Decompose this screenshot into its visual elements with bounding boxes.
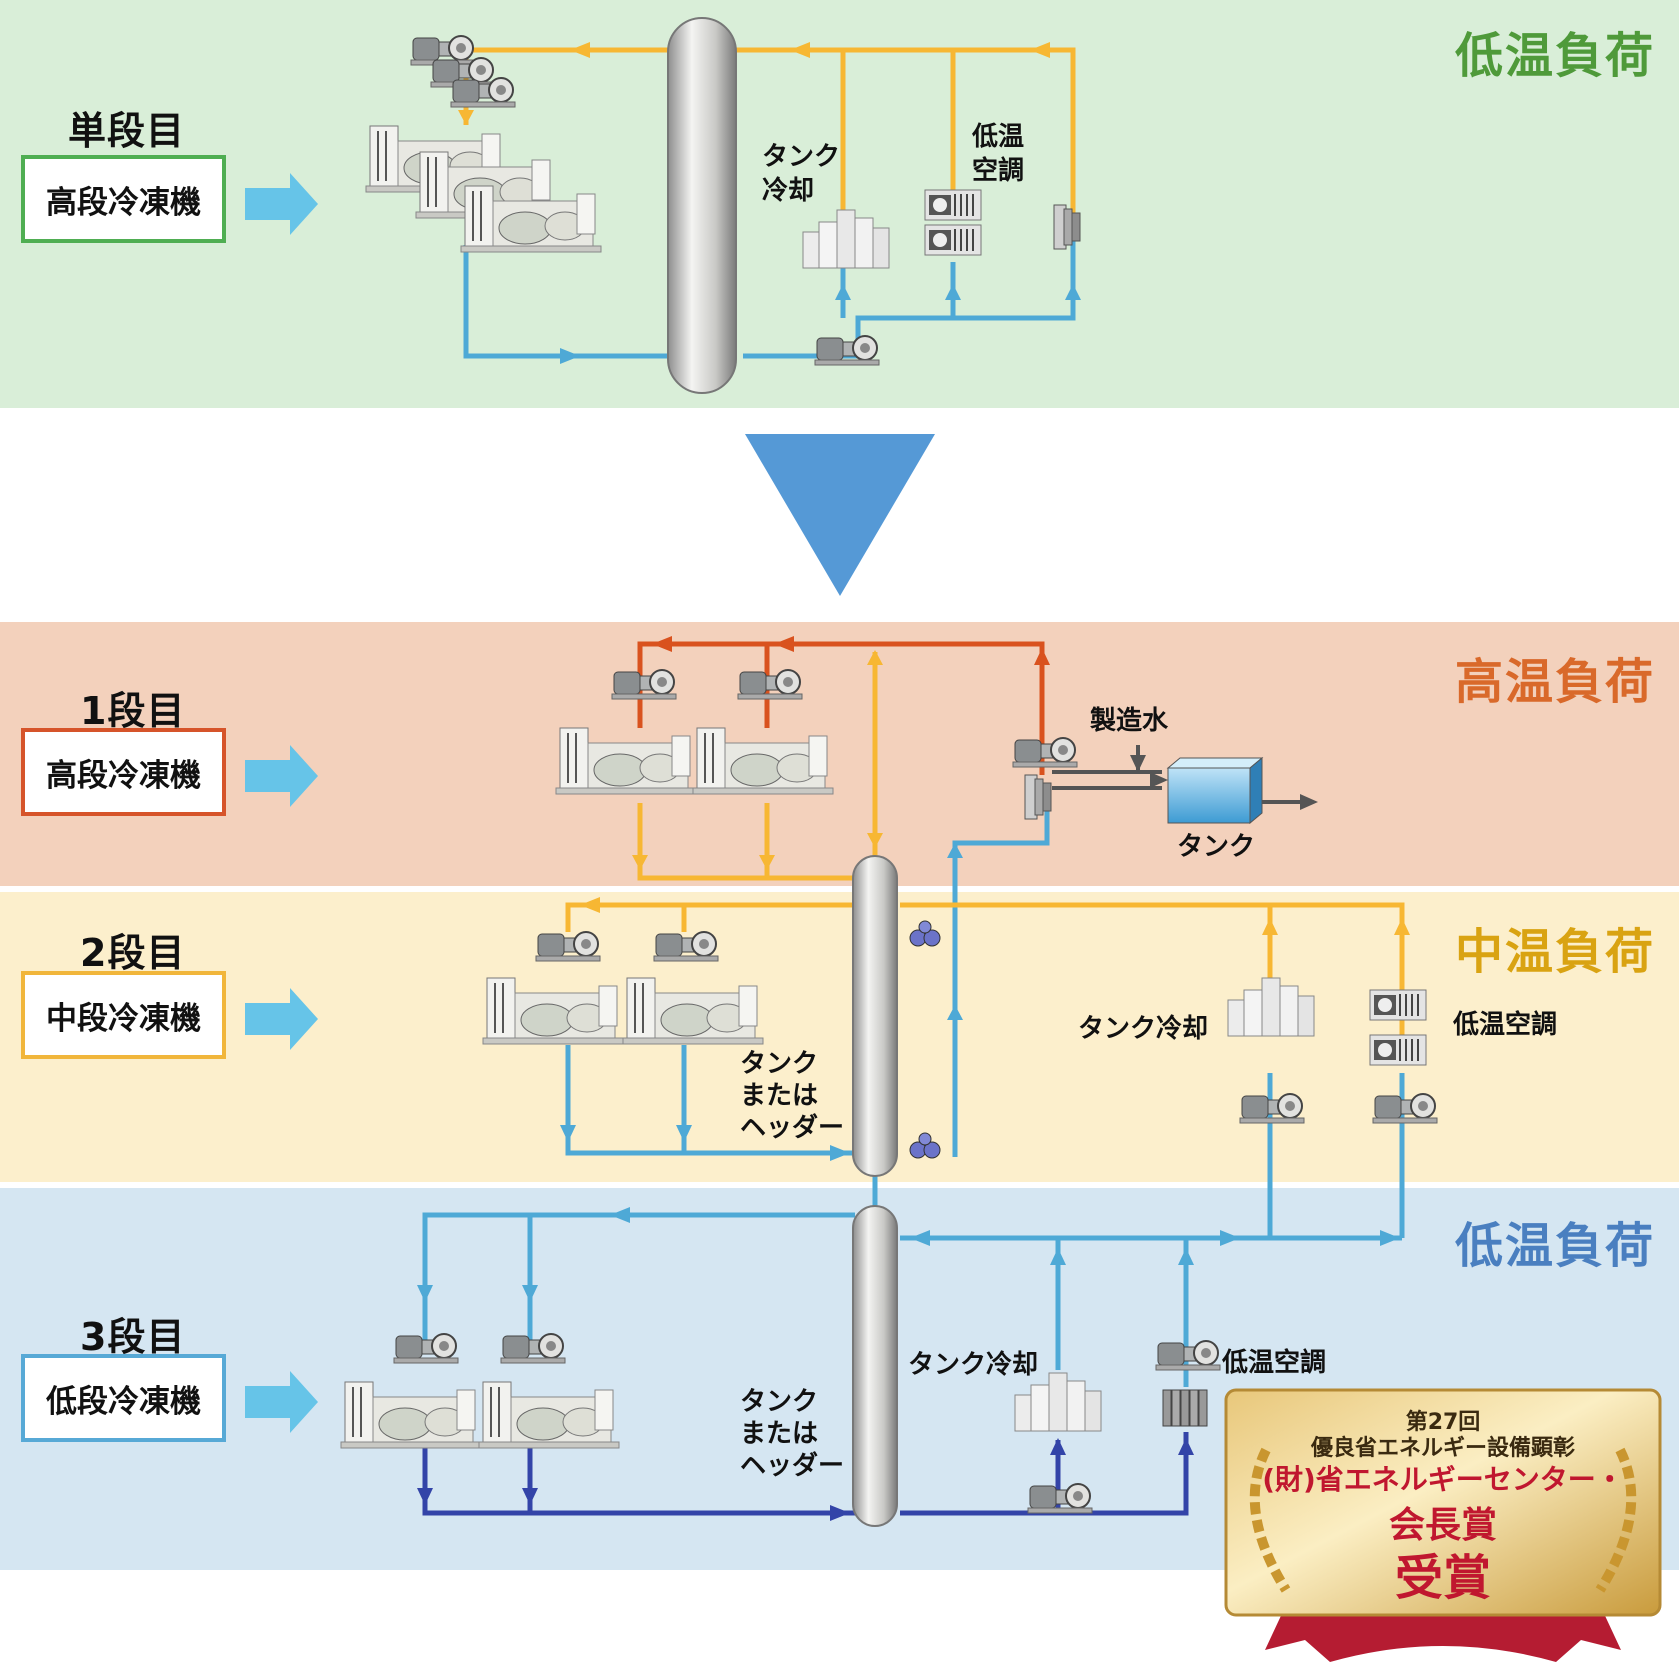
award-badge	[1224, 1388, 1662, 1662]
mid-ahu-1	[1369, 989, 1427, 1021]
transition-arrow-icon	[745, 434, 935, 596]
high-chiller-1	[555, 727, 697, 795]
before-ahu-1	[924, 189, 982, 221]
before-tank-cooling-label: タンク 冷却	[762, 140, 840, 208]
award-line-1: 第27回	[1405, 1410, 1481, 1435]
mid-stage-label: 2段目	[80, 931, 186, 975]
mid-low-temp-ac-label: 低温空調	[1453, 1010, 1558, 1040]
after-arrowheads	[417, 636, 1410, 1521]
low-stage-label: 3段目	[80, 1315, 186, 1359]
high-machine-box: 高段冷凍機	[21, 728, 226, 816]
before-stage-label: 単段目	[68, 109, 186, 153]
low-chiller-1	[340, 1381, 482, 1449]
award-line-5: 受賞	[1394, 1550, 1491, 1606]
low-compressor-2	[500, 1333, 566, 1364]
made-water-label: 製造水	[1090, 706, 1169, 736]
label-line: または	[740, 1419, 819, 1449]
before-low-temp-ac-label: 低温 空調	[972, 120, 1024, 188]
before-ahu-2	[924, 224, 982, 256]
low-header-vessel	[852, 1205, 898, 1527]
mid-valve-2	[909, 1132, 941, 1159]
high-load-title: 高温負荷	[1455, 654, 1656, 710]
before-chillers	[365, 125, 602, 253]
mid-compressor-1	[535, 931, 601, 962]
label-line: タンク	[740, 1387, 819, 1417]
high-compressor-1	[611, 669, 677, 700]
mid-supply-arrow	[245, 988, 318, 1050]
before-vessel	[667, 17, 737, 394]
high-temp-section-background	[0, 622, 1679, 886]
before-load-title: 低温負荷	[1455, 28, 1656, 84]
low-load-title: 低温負荷	[1455, 1218, 1656, 1274]
low-tank-or-header-label: タンク または ヘッダー	[740, 1386, 844, 1482]
mid-machine-box: 中段冷凍機	[21, 971, 226, 1059]
mid-chiller-1	[482, 977, 624, 1045]
label-line: または	[740, 1081, 819, 1111]
high-supply-arrow	[245, 745, 318, 807]
label-line: ヘッダー	[740, 1451, 845, 1481]
mid-chiller-2	[622, 977, 764, 1045]
mid-tank-cooling-icon	[1227, 977, 1315, 1037]
mid-pump-2	[1372, 1093, 1438, 1124]
low-chiller-2	[478, 1381, 620, 1449]
mid-tank-or-header-label: タンク または ヘッダー	[740, 1048, 844, 1144]
low-supply-arrow	[245, 1371, 318, 1433]
before-machine-box: 高段冷凍機	[21, 155, 226, 243]
before-arrowheads	[458, 42, 1081, 364]
high-stage-label: 1段目	[80, 689, 186, 733]
before-heat-exchanger	[1053, 204, 1081, 250]
before-tank-cooling-icon	[802, 209, 890, 269]
label-line: ヘッダー	[740, 1113, 845, 1143]
low-heat-exchanger	[1162, 1389, 1208, 1427]
label-line: 冷却	[762, 176, 815, 206]
mid-valve-1	[909, 920, 941, 947]
made-water-tank-icon	[1166, 756, 1264, 825]
mid-header-vessel	[852, 855, 898, 1177]
high-pump	[1012, 737, 1078, 768]
label-line: タンク	[762, 142, 841, 172]
low-tank-cooling-label: タンク冷却	[908, 1350, 1039, 1380]
mid-tank-cooling-label: タンク冷却	[1078, 1014, 1209, 1044]
low-low-temp-ac-label: 低温空調	[1222, 1348, 1327, 1378]
before-pump	[814, 335, 880, 366]
label-line: 空調	[972, 156, 1025, 186]
tank-label: タンク	[1177, 832, 1256, 862]
mid-compressor-2	[653, 931, 719, 962]
high-chiller-2	[692, 727, 834, 795]
label-line: 低温	[972, 122, 1025, 152]
award-line-3: (財)省エネルギーセンター・	[1262, 1463, 1624, 1496]
before-supply-arrow	[245, 173, 318, 235]
mid-ahu-2	[1369, 1034, 1427, 1066]
after-compressors	[393, 669, 1438, 1514]
low-machine-box: 低段冷凍機	[21, 1354, 226, 1442]
mid-load-title: 中温負荷	[1455, 924, 1656, 980]
label-line: タンク	[740, 1049, 819, 1079]
award-line-2: 優良省エネルギー設備顕彰	[1310, 1436, 1575, 1461]
high-compressor-2	[737, 669, 803, 700]
award-line-4: 会長賞	[1388, 1505, 1497, 1546]
